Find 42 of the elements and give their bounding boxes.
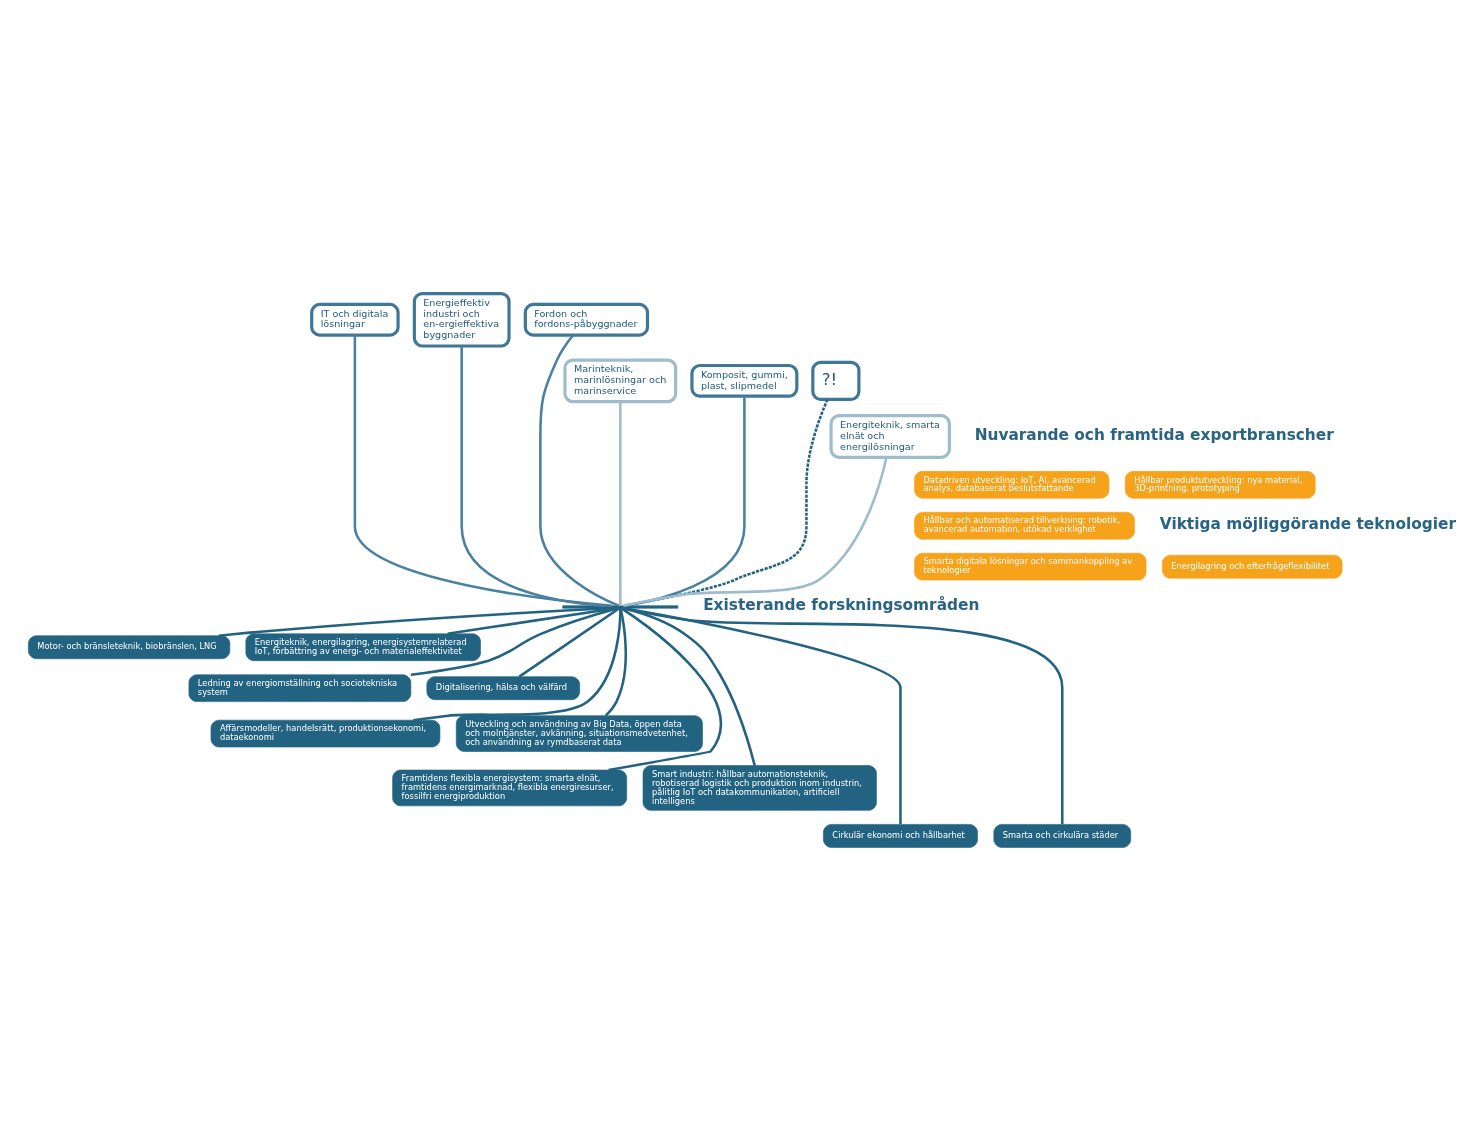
connector (413, 608, 622, 722)
connector (518, 607, 620, 678)
node-box: Utveckling och användning av Big Data, öppen data och molntjänster, avkänning, situationsmedvetenhet, och användning av rymdbaserat data (455, 715, 703, 752)
connector (447, 606, 617, 636)
node-box: IT och digitala lösningar (310, 302, 400, 337)
node-box: ?! (811, 360, 861, 401)
node-box: Marinteknik, marinlösningar och marinservice (563, 358, 678, 404)
node-box: Datadriven utveckling: IoT, AI, avancerad analys, databaserat beslutsfattande (914, 471, 1110, 499)
node-box: Affärsmodeller, handelsrätt, produktionsekonomi, dataekonomi (210, 719, 441, 748)
connector (353, 335, 613, 607)
node-box: Hållbar produktutveckling: nya material, 3D-printning, prototyping (1124, 471, 1316, 499)
connector (539, 334, 620, 607)
connector (619, 401, 622, 606)
node-box: Komposit, gummi, plast, slipmedel (690, 363, 799, 398)
node-box: Energilagring och efterfrågeflexibilitet (1162, 554, 1343, 579)
node-box: Digitalisering, hälsa och välfärd (426, 676, 581, 701)
connector (218, 606, 608, 637)
node-box: Hållbar och automatiserad tillverkning: robotik, avancerad automation, utökad verklighet (914, 511, 1135, 540)
node-box: Energiteknik, energilagring, energisystemrelaterad IoT, förbättring av energi- och materialeffektivitet (245, 633, 481, 661)
connector (623, 607, 1064, 825)
label: Existerande forskningsområden (703, 596, 980, 615)
node-box: Framtidens flexibla energisystem: smarta elnät, framtidens energimarknad, flexibla energiresurser, fossilfri energiproduktion (392, 769, 628, 807)
node-box: Ledning av energiomställning och sociotekniska system (188, 674, 412, 702)
connector (623, 457, 888, 607)
node-box: Smarta digitala lösningar och sammankoppling av teknologier (914, 552, 1147, 581)
node-box: Smarta och cirkulära städer (993, 824, 1131, 848)
node-box: Motor- och bränsleteknik, biobränslen, LNG (28, 635, 231, 660)
connector (410, 607, 619, 677)
node-box: Cirkulär ekonomi och hållbarhet (823, 824, 978, 848)
connector (604, 607, 627, 717)
connector (624, 396, 746, 607)
node-box: Fordon och fordons-påbyggnader (523, 302, 650, 337)
connector (623, 606, 902, 825)
label: Nuvarande och framtida exportbranscher (974, 425, 1334, 444)
connector (624, 398, 829, 607)
node-box: Energiteknik, smarta elnät och energilösningar (829, 414, 951, 459)
connector (460, 346, 606, 607)
node-bar (562, 605, 679, 609)
label: Viktiga möjliggörande teknologier (1159, 515, 1456, 534)
node-box: Energieffektiv industri och en-ergieffektiva byggnader (412, 291, 511, 348)
node-box: Smart industri: hållbar automationsteknik, robotiserad logistik och produktion inom industrin, pålitlig IoT och datakommunikation, artificiell intelligens (642, 765, 877, 811)
connector (608, 607, 722, 772)
